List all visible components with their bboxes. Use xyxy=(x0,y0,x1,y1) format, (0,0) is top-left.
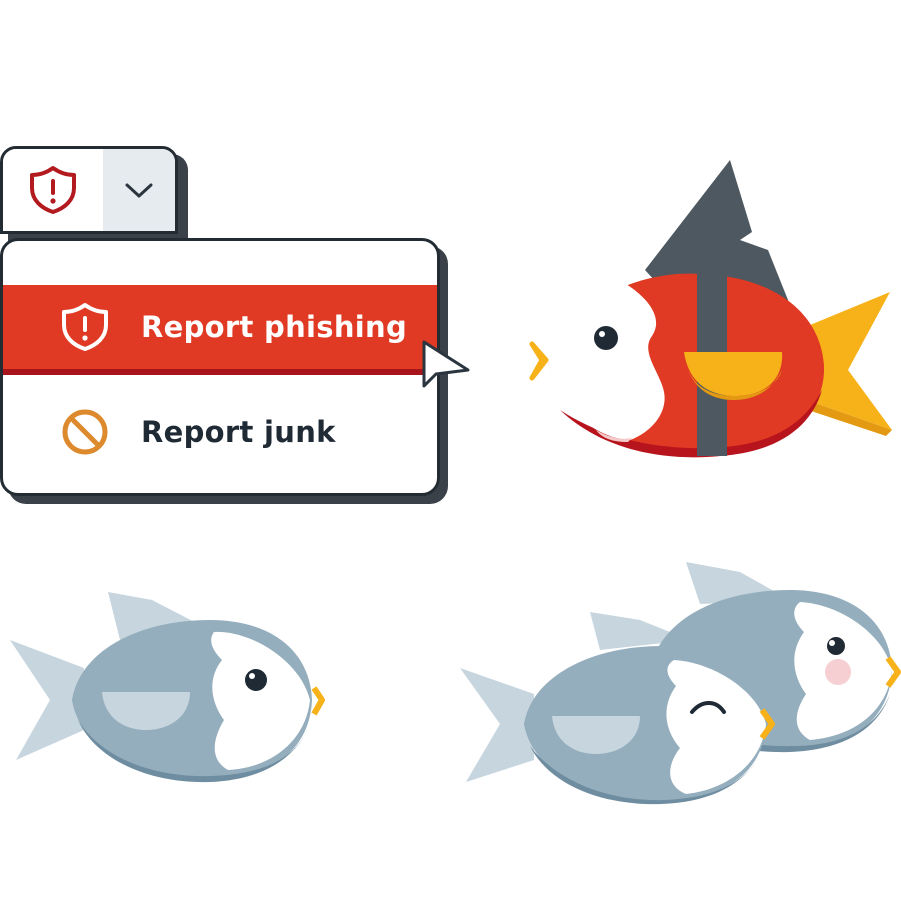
phishing-fish-eye xyxy=(594,326,618,350)
blue-fish-front xyxy=(460,646,775,805)
blue-fish-front-tail xyxy=(460,668,534,782)
shield-alert-icon xyxy=(30,166,76,214)
menu-panel: Report phishing Report junk xyxy=(0,238,440,496)
report-dropdown-menu: Report phishing Report junk xyxy=(0,238,448,504)
menu-item-report-junk[interactable]: Report junk xyxy=(3,387,437,477)
report-split-button xyxy=(0,146,188,244)
phishing-fish-face xyxy=(548,284,665,440)
menu-item-report-phishing[interactable]: Report phishing xyxy=(3,285,437,375)
report-button[interactable] xyxy=(3,149,103,231)
blue-fish-left xyxy=(10,592,325,783)
menu-item-label: Report phishing xyxy=(141,310,408,344)
menu-item-label: Report junk xyxy=(141,415,336,449)
mouse-pointer-icon xyxy=(422,340,470,388)
phishing-fish-lips xyxy=(529,341,549,381)
chevron-down-icon xyxy=(125,183,153,198)
split-button-face xyxy=(0,146,178,234)
prohibited-icon xyxy=(62,409,108,455)
phishing-fish xyxy=(529,160,892,458)
phishing-fish-tail xyxy=(810,292,892,430)
report-dropdown-toggle[interactable] xyxy=(103,149,175,231)
blue-fish-tail xyxy=(10,640,84,760)
phishing-fish-side-fin xyxy=(684,352,783,396)
shield-alert-icon xyxy=(62,303,108,351)
